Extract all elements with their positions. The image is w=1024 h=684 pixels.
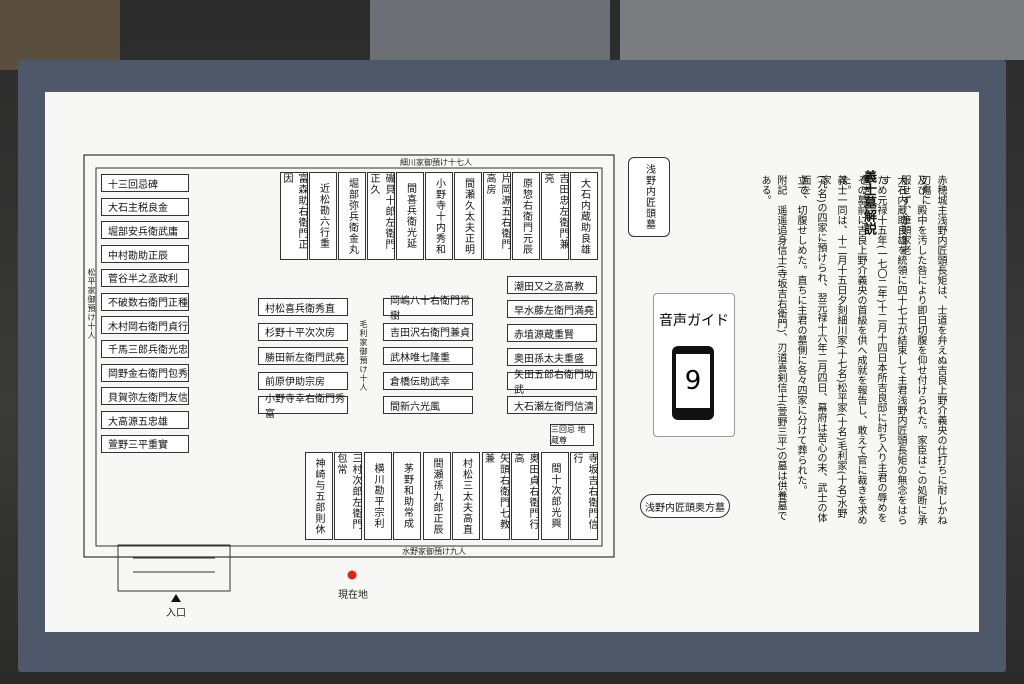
top-grave-item: 吉田忠左衛門兼亮 [541,172,569,260]
middle-right-grave-item: 潮田又之丞高教 [507,276,597,294]
left-grave-item: 中村勘助正辰 [101,245,189,264]
middle-center-grave-item: 吉田沢右衛門兼貞 [383,322,473,341]
bottom-grave-item: 奥田貞右衛門行高 [511,452,539,540]
top-grave-item: 近松勘六行重 [309,172,337,260]
left-grave-item: 木村岡右衛門貞行 [101,316,189,335]
wife-tomb-label: 浅野内匠頭奥方墓 [640,494,730,518]
audio-guide-label: 音声ガイド [659,313,729,329]
middle-left-grave-item: 村松喜兵衛秀直 [258,298,348,316]
description-line: 及び、殿中を汚した咎により即日切腹を仰せ付けられた。家臣はこの処断に承服せず、筆… [899,175,926,525]
middle-left-grave-item: 杉野十平次次房 [258,322,348,341]
middle-center-grave-item: 間新六光風 [383,396,473,414]
top-grave-item: 小野寺十内秀和 [425,172,453,260]
top-grave-item: 間喜兵衛光延 [396,172,424,260]
group-label-bottom: 水野家御預け九人 [402,547,466,556]
left-grave-item: 大高源五忠雄 [101,411,189,429]
bottom-grave-item: 横川勘平宗利 [363,452,392,540]
entrance-label: 入口 [166,608,186,619]
middle-center-grave-item: 武林唯七隆重 [383,347,473,365]
middle-right-grave-item: 大石瀬左衛門信清 [507,396,597,414]
left-grave-item: 菅谷半之丞政利 [101,268,189,287]
entrance-arrow-icon [171,594,181,602]
group-label-middle: 毛利家御預け十人 [359,320,368,392]
bottom-grave-item: 茅野和助常成 [393,452,421,540]
current-location-marker [347,570,357,580]
left-grave-item: 十三回忌碑 [101,174,189,192]
phone-icon: 9 [672,346,714,420]
description-line: その墓前に吉良上野介義央の首級を供へ成就を報告し、敢えて官に裁きを求めた。 [839,175,866,525]
middle-right-grave-item: 奥田孫太夫重盛 [507,348,597,366]
audio-guide-box: 音声ガイド 9 [653,293,735,437]
left-grave-item: 千馬三郎兵衛光忠 [101,339,189,358]
bottom-grave-item: 寺坂吉右衛門信行 [570,452,598,540]
group-label-top: 細川家御預け十七人 [400,158,472,167]
bottom-grave-item: 間十次郎光興 [540,452,569,540]
description-line: 赤穂城主浅野内匠頭長矩は、士道を弁えぬ吉良上野介義央の仕打ちに耐しかね刃傷に [919,175,946,525]
description-line: 義士一同は、十二月十五日夕刻細川家(十七名)松平家(十名)毛利家(十名)水野家 [819,175,846,519]
bottom-grave-item: 神崎与五郎則休 [304,452,333,540]
left-grave-item: 萱野三平重實 [101,434,189,453]
bottom-grave-item: 矢頭右衛門七教兼 [481,452,510,540]
left-grave-item: 堀部安兵衛武庸 [101,221,189,240]
description-title: 義士墓解説 [861,170,876,235]
middle-center-grave-item: 岡嶋八十右衛門常樹 [383,296,473,322]
bottom-grave-item: 三村次郎左衛門包常 [334,452,362,540]
middle-right-grave-item: 早水藤左衛門満堯 [507,300,597,318]
current-location-label: 現在地 [338,590,368,601]
main-tomb-label: 浅野内匠頭墓 [628,157,670,237]
left-grave-item: 大石主税良金 [101,197,189,216]
middle-left-grave-item: 勝田新左衛門武堯 [258,347,348,365]
background-stone-center [370,0,610,70]
bottom-grave-item: 間瀬孫九郎正辰 [422,452,451,540]
top-grave-item: 片岡源五右衛門高房 [483,172,511,260]
guide-number: 9 [676,354,710,408]
description-text: 赤穂城主浅野内匠頭長矩は、士道を弁えぬ吉良上野介義央の仕打ちに耐しかね刃傷に及び… [748,175,948,525]
description-line: 立て、切腹せしめた。直ちに主君の墓側に各々四家に分けて葬られた。 [795,175,806,495]
bottom-grave-item: 村松三太夫高直 [452,452,480,540]
middle-right-grave-item: 矢田五郎右衛門助武 [507,370,597,396]
description-line: ため元禄十五年(一七〇二年)十二月十四日本所吉良邸に討ち入り主君の辱めを雪ぎ、 [859,175,886,523]
top-grave-item: 磯貝十郎左衛門正久 [367,172,395,260]
top-grave-item: 間瀬久太夫正明 [454,172,482,260]
group-label-left: 松平家御預け十人 [87,268,96,340]
left-grave-item: 貝賀弥左衛門友信 [101,387,189,406]
middle-left-grave-item: 小野寺幸右衛門秀富 [258,394,348,420]
background-stone-right [620,0,1024,60]
top-grave-item: 堀部弥兵衛金丸 [338,172,366,260]
jizo-label: 三回忌 地蔵尊 [550,424,594,446]
middle-right-grave-item: 赤埴源蔵重賢 [507,324,597,342]
top-grave-item: 大石内蔵助良雄 [570,172,598,260]
middle-left-grave-item: 前原伊助宗房 [258,371,348,390]
background-stone-left [0,0,120,70]
left-grave-item: 不破数右衛門正種 [101,292,189,311]
description-line: 附記 遥遥追身信士(寺坂吉右衛門)、刃道喜剣信士(萱野三平)の墓は供養墓である。 [759,175,786,521]
top-grave-item: 原惣右衛門元辰 [512,172,540,260]
description-line: 大石内蔵助良雄を統領に四十七士が結束して主君浅野内匠頭長矩の無念をはらす [879,175,906,525]
description-line: (九名)の四家に預けられ、翌元禄十六年二月四日、幕府は苦心の末、武士の体面を [799,175,826,523]
top-grave-item: 富森助右衛門正因 [280,172,308,260]
middle-center-grave-item: 倉橋伝助武幸 [383,371,473,390]
left-grave-item: 岡野金右衛門包秀 [101,363,189,382]
